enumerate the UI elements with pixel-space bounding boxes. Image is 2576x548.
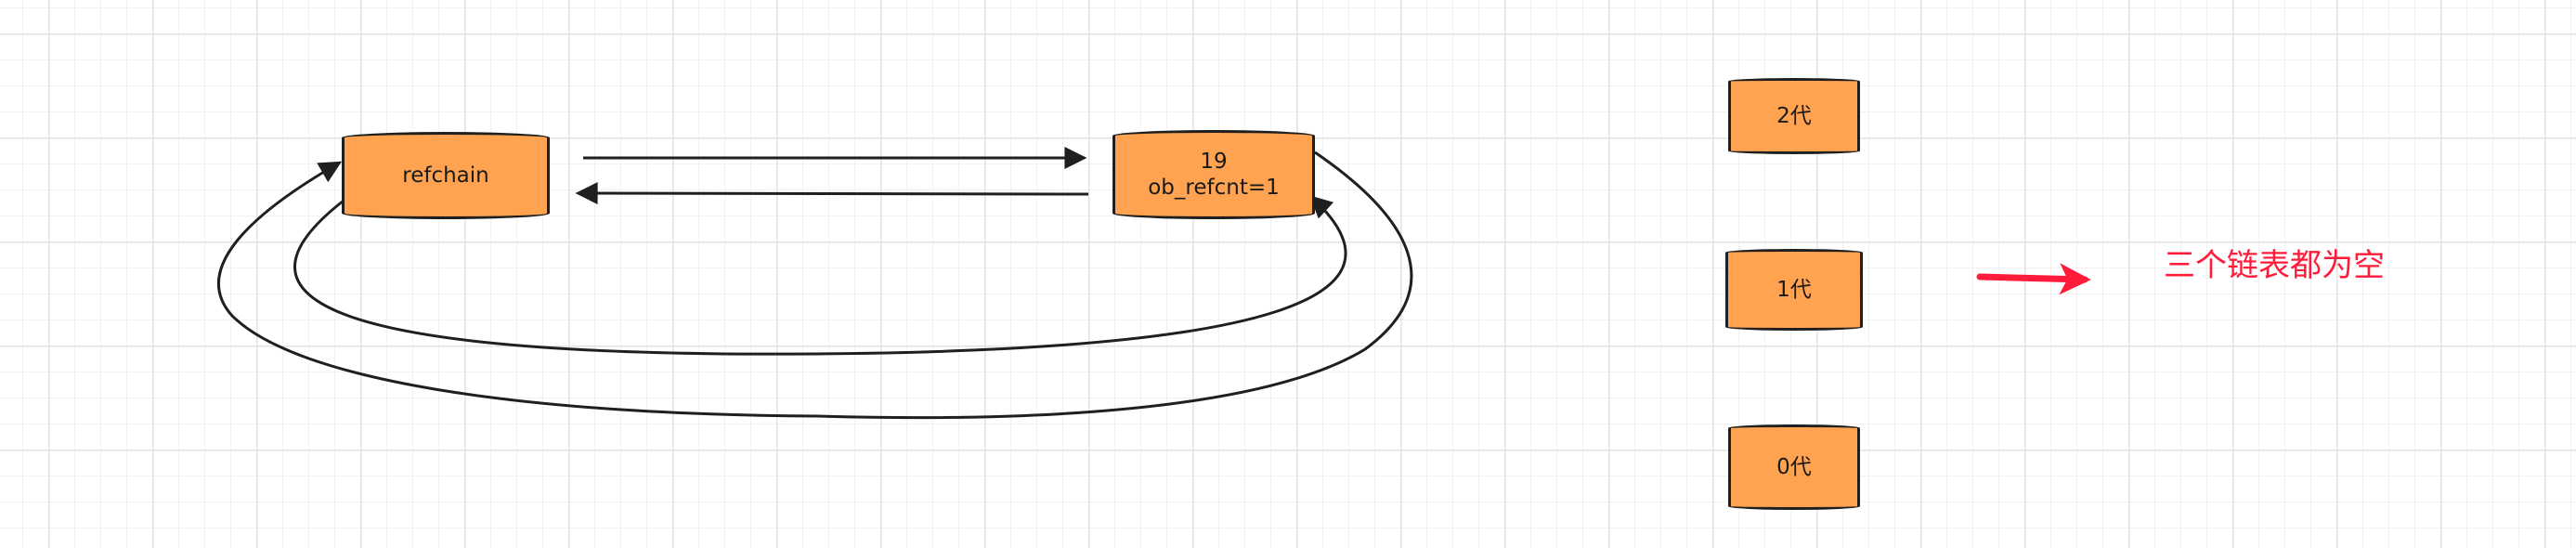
edge-object-to-refchain bbox=[575, 182, 1089, 205]
node-generation-2-label: 2代 bbox=[1776, 104, 1812, 128]
node-generation-1-label: 1代 bbox=[1776, 278, 1812, 302]
edge-inner-loop bbox=[293, 195, 1347, 356]
node-generation-0[interactable]: 0代 bbox=[1728, 424, 1860, 510]
node-object-refcount: ob_refcnt=1 bbox=[1148, 176, 1280, 200]
red-pointer-arrow bbox=[1976, 263, 2091, 295]
node-generation-2[interactable]: 2代 bbox=[1728, 78, 1860, 154]
annotation-note: 三个链表都为空 bbox=[2164, 247, 2385, 284]
node-generation-1[interactable]: 1代 bbox=[1725, 249, 1863, 331]
edge-outer-loop bbox=[216, 150, 1413, 420]
node-object-value: 19 bbox=[1200, 150, 1228, 174]
node-refchain[interactable]: refchain bbox=[342, 132, 550, 219]
node-refchain-label: refchain bbox=[402, 163, 489, 188]
node-generation-0-label: 0代 bbox=[1776, 455, 1812, 479]
node-object-19[interactable]: 19 ob_refcnt=1 bbox=[1112, 130, 1315, 219]
